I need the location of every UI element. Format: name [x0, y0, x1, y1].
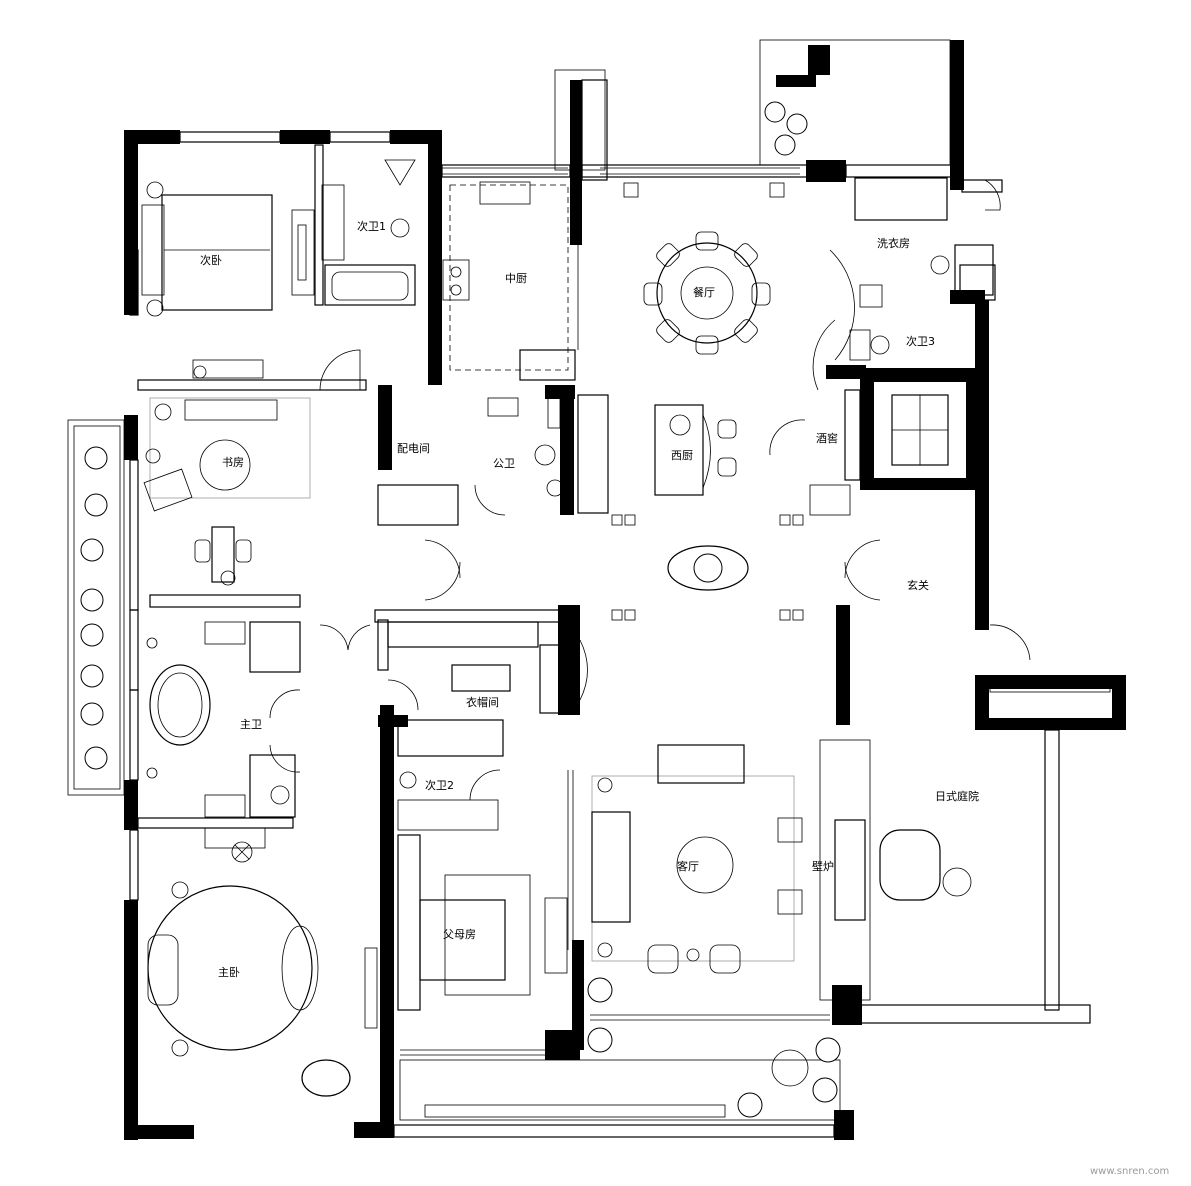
label-study: 书房 [222, 456, 244, 469]
label-cloak: 衣帽间 [466, 695, 499, 709]
label-wine: 酒窖 [816, 431, 838, 445]
label-bath3: 次卫3 [906, 334, 935, 348]
label-bath2: 次卫2 [425, 778, 454, 792]
balconies [67, 39, 951, 1121]
label-master-bed: 主卧 [218, 966, 240, 979]
watermark: www.snren.com [1090, 1166, 1169, 1177]
label-living: 客厅 [677, 859, 699, 873]
label-bath1: 次卫1 [357, 219, 386, 233]
fixtures [141, 159, 996, 1097]
label-laundry: 洗衣房 [877, 236, 910, 250]
label-public-wc: 公卫 [493, 457, 515, 470]
label-dining: 餐厅 [693, 285, 715, 299]
label-electric: 配电间 [397, 442, 430, 455]
doors [269, 179, 1031, 801]
label-kitchen-cn: 中厨 [505, 272, 527, 285]
label-parents: 父母房 [443, 928, 476, 941]
label-foyer: 玄关 [907, 578, 929, 592]
label-kitchen-w: 西厨 [671, 449, 693, 462]
walls [124, 40, 1126, 1140]
label-fireplace: 壁炉 [812, 859, 834, 873]
label-bedroom2: 次卧 [200, 253, 222, 267]
label-master-bath: 主卫 [240, 718, 262, 731]
windows [400, 167, 1111, 1056]
label-garden: 日式庭院 [935, 789, 979, 803]
room-labels: 次卧 次卫1 中厨 餐厅 洗衣房 次卫3 书房 配电间 公卫 西厨 酒窖 玄关 … [200, 219, 979, 979]
